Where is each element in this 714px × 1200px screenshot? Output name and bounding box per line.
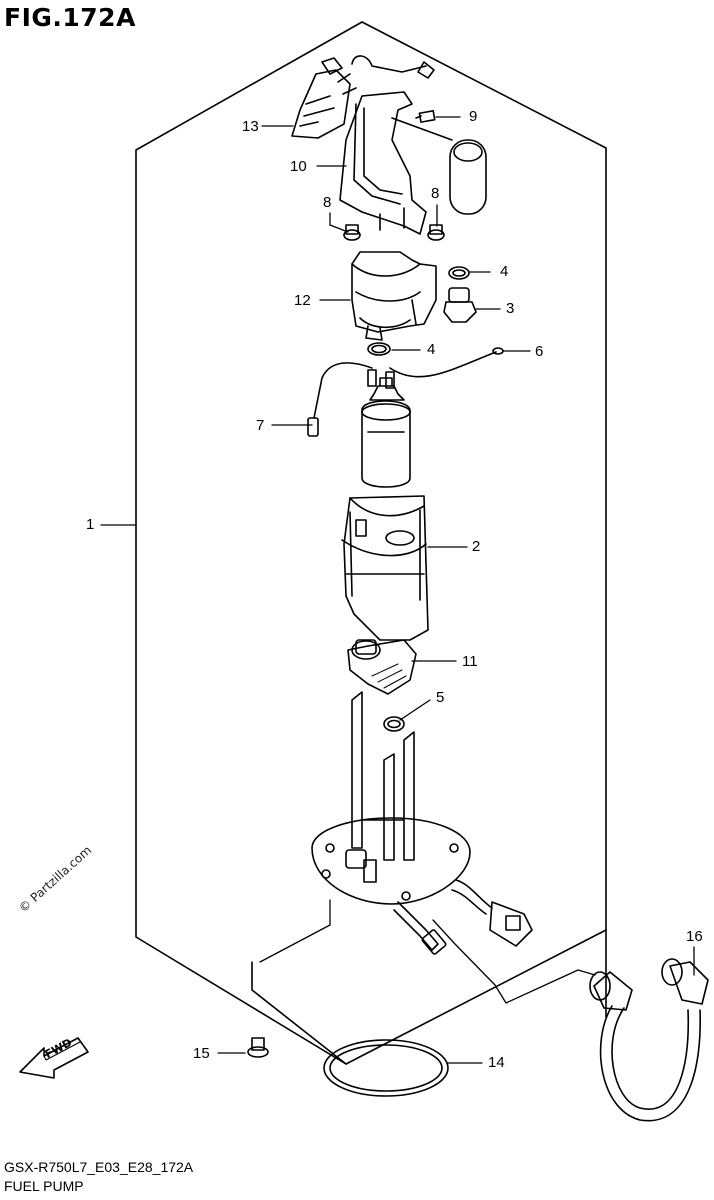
- gasket-14: [323, 1039, 449, 1097]
- callout-14: 14: [488, 1054, 505, 1071]
- bolt-8-right: [427, 224, 445, 241]
- callout-9: 9: [469, 108, 478, 125]
- model-code: GSX-R750L7_E03_E28_172A: [4, 1159, 194, 1175]
- callout-10: 10: [290, 158, 307, 175]
- callout-4b: 4: [427, 341, 436, 358]
- figure-caption: FUEL PUMP: [4, 1178, 84, 1194]
- callout-16: 16: [686, 928, 703, 945]
- fwd-arrow-icon: [19, 1037, 89, 1079]
- fuel-level-float: [449, 139, 487, 215]
- o-ring-4-lower: [367, 342, 391, 356]
- pressure-regulator-3: [443, 287, 477, 323]
- wire-harness: [307, 347, 504, 437]
- callout-11: 11: [462, 653, 478, 670]
- callout-13: 13: [242, 118, 259, 135]
- o-ring-4-upper: [448, 266, 470, 280]
- assembly-outline: [361, 21, 607, 1018]
- fuel-hose-16: [589, 958, 709, 1122]
- clip-9: [415, 110, 436, 123]
- harness-connector: [451, 879, 533, 947]
- callout-8b: 8: [431, 185, 440, 202]
- pump-cover-12: [351, 251, 437, 341]
- callout-5: 5: [436, 689, 445, 706]
- fuel-filter-11: [347, 639, 417, 695]
- callout-2: 2: [472, 538, 481, 555]
- bracket-10: [339, 91, 453, 235]
- screw-15: [247, 1037, 269, 1058]
- callout-3: 3: [506, 300, 515, 317]
- leader-lines: [100, 116, 695, 1064]
- callout-12: 12: [294, 292, 311, 309]
- fuel-outlet-tube: [393, 901, 447, 955]
- fuel-pump-motor: [361, 377, 411, 488]
- callout-1: 1: [86, 516, 95, 533]
- bolt-8-left: [343, 224, 361, 241]
- pump-base-plate: [311, 691, 471, 905]
- callout-6: 6: [535, 343, 544, 360]
- figure-title: FIG.172A: [4, 3, 136, 32]
- callout-4a: 4: [500, 263, 509, 280]
- washer-5: [383, 716, 405, 732]
- bracket-13: [291, 55, 435, 139]
- callout-15: 15: [193, 1045, 210, 1062]
- callout-7: 7: [256, 417, 265, 434]
- pump-holder-2: [341, 495, 429, 641]
- callout-8a: 8: [323, 194, 332, 211]
